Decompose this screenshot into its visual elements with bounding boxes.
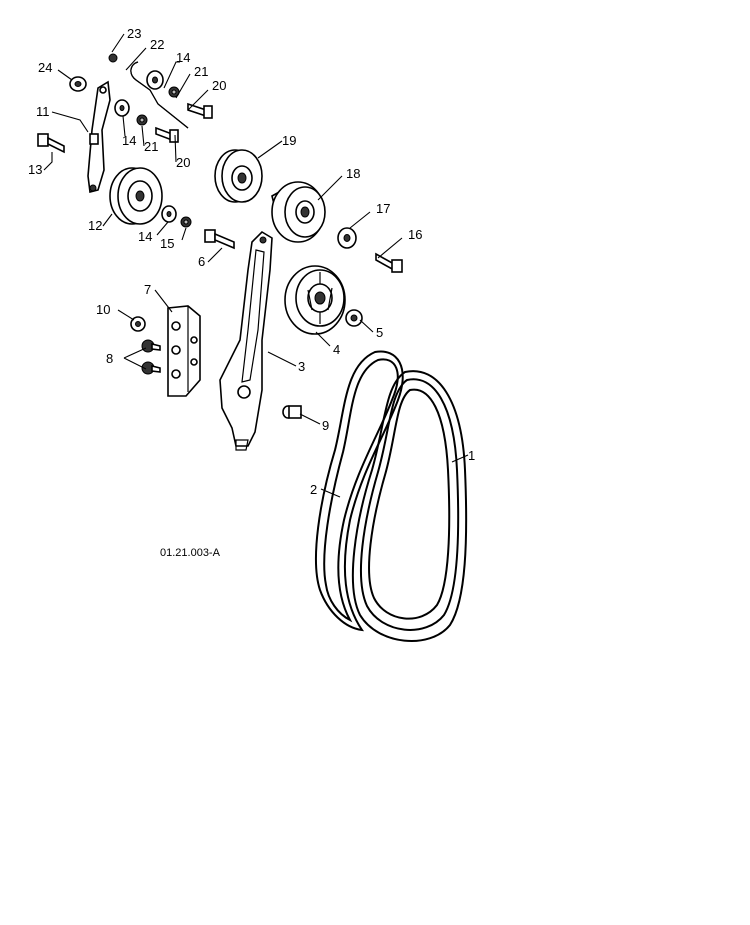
nut-10 xyxy=(130,316,146,332)
idler-arm xyxy=(219,230,273,451)
callout-14b: 14 xyxy=(122,133,136,148)
nut-15 xyxy=(180,216,192,228)
bolt-20-top xyxy=(187,102,213,119)
belt-2 xyxy=(315,350,404,632)
callout-10: 10 xyxy=(96,302,110,317)
washer-14-mid xyxy=(114,99,130,117)
callout-14c: 14 xyxy=(138,229,152,244)
bracket xyxy=(167,305,201,397)
callout-14a: 14 xyxy=(176,50,190,65)
callout-1: 1 xyxy=(468,448,475,463)
reference-code: 01.21.003-A xyxy=(160,547,221,559)
nut-21-mid xyxy=(136,114,148,126)
callout-5: 5 xyxy=(376,325,383,340)
callout-19: 19 xyxy=(282,133,296,148)
washer-14-low xyxy=(161,205,177,223)
callout-16: 16 xyxy=(408,227,422,242)
washer-17 xyxy=(337,227,357,249)
callout-21b: 21 xyxy=(144,139,158,154)
callout-9: 9 xyxy=(322,418,329,433)
bolt-20-mid xyxy=(155,126,179,143)
callout-23: 23 xyxy=(127,26,141,41)
callout-12: 12 xyxy=(88,218,102,233)
bolt-6 xyxy=(204,229,235,250)
callout-22: 22 xyxy=(150,37,164,52)
pulley-18 xyxy=(271,181,326,243)
callout-20a: 20 xyxy=(212,78,226,93)
bolt-13 xyxy=(37,133,65,154)
belt-1 xyxy=(351,370,468,642)
callout-2: 2 xyxy=(310,482,317,497)
callout-17: 17 xyxy=(376,201,390,216)
callout-18: 18 xyxy=(346,166,360,181)
pulley-19 xyxy=(214,149,263,203)
callout-6: 6 xyxy=(198,254,205,269)
pulley-4 xyxy=(284,265,346,335)
callout-8: 8 xyxy=(106,351,113,366)
callout-labels: 1 2 3 4 5 6 7 8 9 10 11 12 13 14 14 14 1… xyxy=(28,26,475,559)
pulley-12 xyxy=(109,167,163,225)
washer-14-top xyxy=(146,70,164,90)
callout-11: 11 xyxy=(36,104,50,119)
arm-11 xyxy=(87,80,111,193)
washer-24 xyxy=(69,76,87,92)
callout-3: 3 xyxy=(298,359,305,374)
rod-22 xyxy=(130,61,189,129)
callout-20b: 20 xyxy=(176,155,190,170)
callout-13: 13 xyxy=(28,162,42,177)
leader-lines xyxy=(43,33,469,498)
bolt-9 xyxy=(282,405,302,419)
callout-15: 15 xyxy=(160,236,174,251)
callout-24: 24 xyxy=(38,60,52,75)
bolt-16 xyxy=(375,252,403,273)
nut-5 xyxy=(345,309,363,327)
nut-23 xyxy=(108,53,118,63)
callout-21a: 21 xyxy=(194,64,208,79)
callout-4: 4 xyxy=(333,342,340,357)
callout-7: 7 xyxy=(144,282,151,297)
